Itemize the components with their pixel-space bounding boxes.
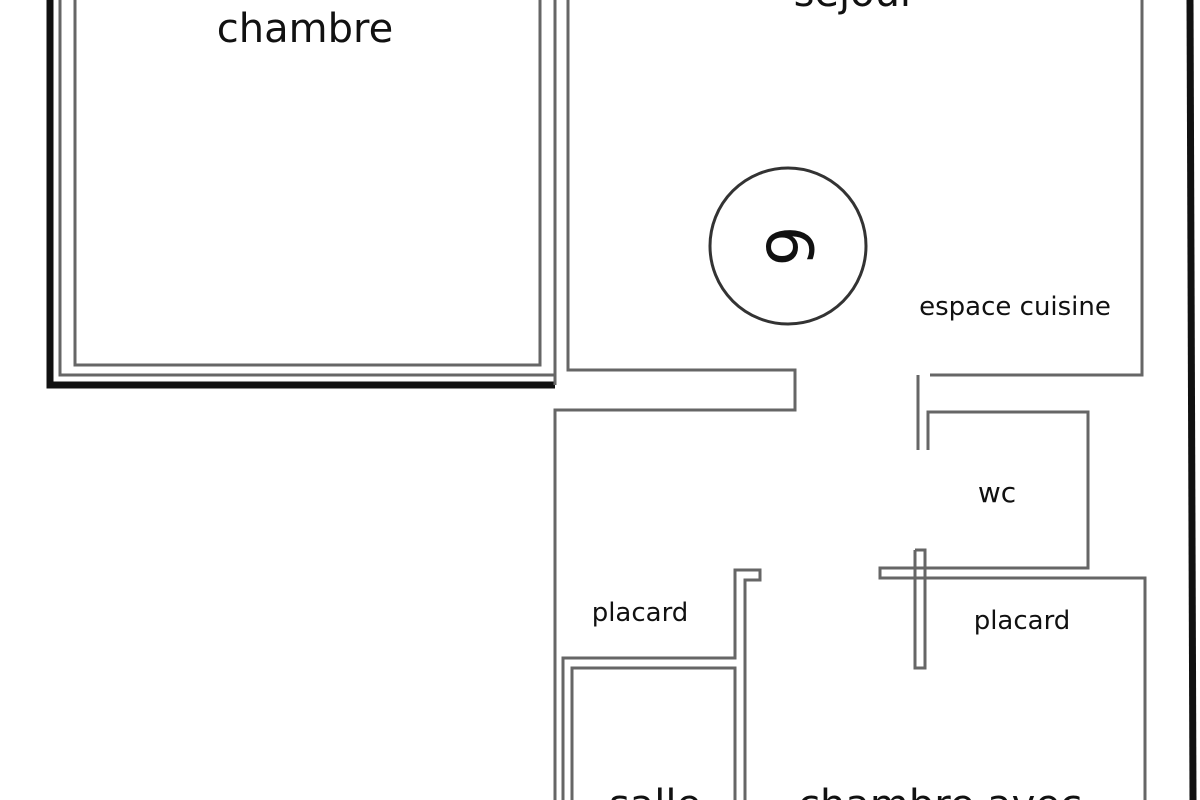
room-label-sejour: séjour <box>794 0 917 16</box>
marker-number: 6 <box>751 225 825 267</box>
room-label-salle: salle <box>609 782 701 800</box>
chambre-wall <box>73 0 542 367</box>
room-label-chambre: chambre <box>216 6 394 52</box>
room-label-placard-left: placard <box>591 598 689 628</box>
marker-circle <box>708 166 868 326</box>
salle-wall <box>570 666 737 800</box>
placard-left-wall <box>561 568 762 800</box>
wc-cross <box>913 548 927 670</box>
room-label-wc: wc <box>977 476 1017 509</box>
sejour-wall <box>553 0 797 800</box>
room-label-placard-right: placard <box>973 606 1071 636</box>
outer-wall-right <box>1186 0 1197 800</box>
room-label-chambre-avec: chambre avec <box>798 782 1082 800</box>
room-label-espace-cuisine: espace cuisine <box>919 292 1111 322</box>
chambre-outer-line <box>58 0 555 377</box>
outer-wall-left <box>46 0 555 389</box>
wc-wall <box>878 410 1147 800</box>
sejour-right-wall <box>930 0 1144 377</box>
